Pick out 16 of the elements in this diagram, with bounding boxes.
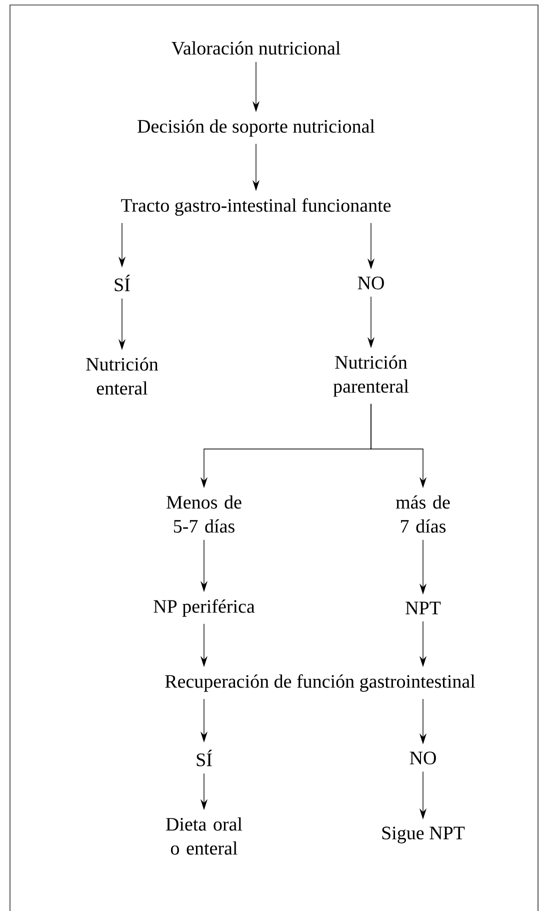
- step-text: NO: [410, 752, 436, 764]
- step-text: Tracto gastro-intestinal funcionante: [121, 198, 391, 216]
- step-text: Recuperación de función gastrointestinal: [165, 674, 476, 692]
- step-text: Dieta oral o enteral: [166, 817, 242, 855]
- step-text: Nutrición parenteral: [333, 355, 409, 397]
- step-text: Sigue NPT: [382, 826, 465, 844]
- step-text: NO: [358, 276, 384, 290]
- step-text: NPT: [406, 602, 441, 614]
- step-text: SÍ: [196, 750, 212, 766]
- step-text: SÍ: [114, 274, 130, 292]
- step-text: Nutrición enteral: [86, 357, 158, 395]
- step-text: Decisión de soporte nutricional: [138, 119, 375, 137]
- step-text: Menos de 5-7 días: [166, 495, 242, 533]
- step-text: Valoración nutricional: [172, 41, 340, 55]
- step-text: NP periférica: [154, 599, 255, 617]
- step-text: más de 7 días: [396, 495, 450, 533]
